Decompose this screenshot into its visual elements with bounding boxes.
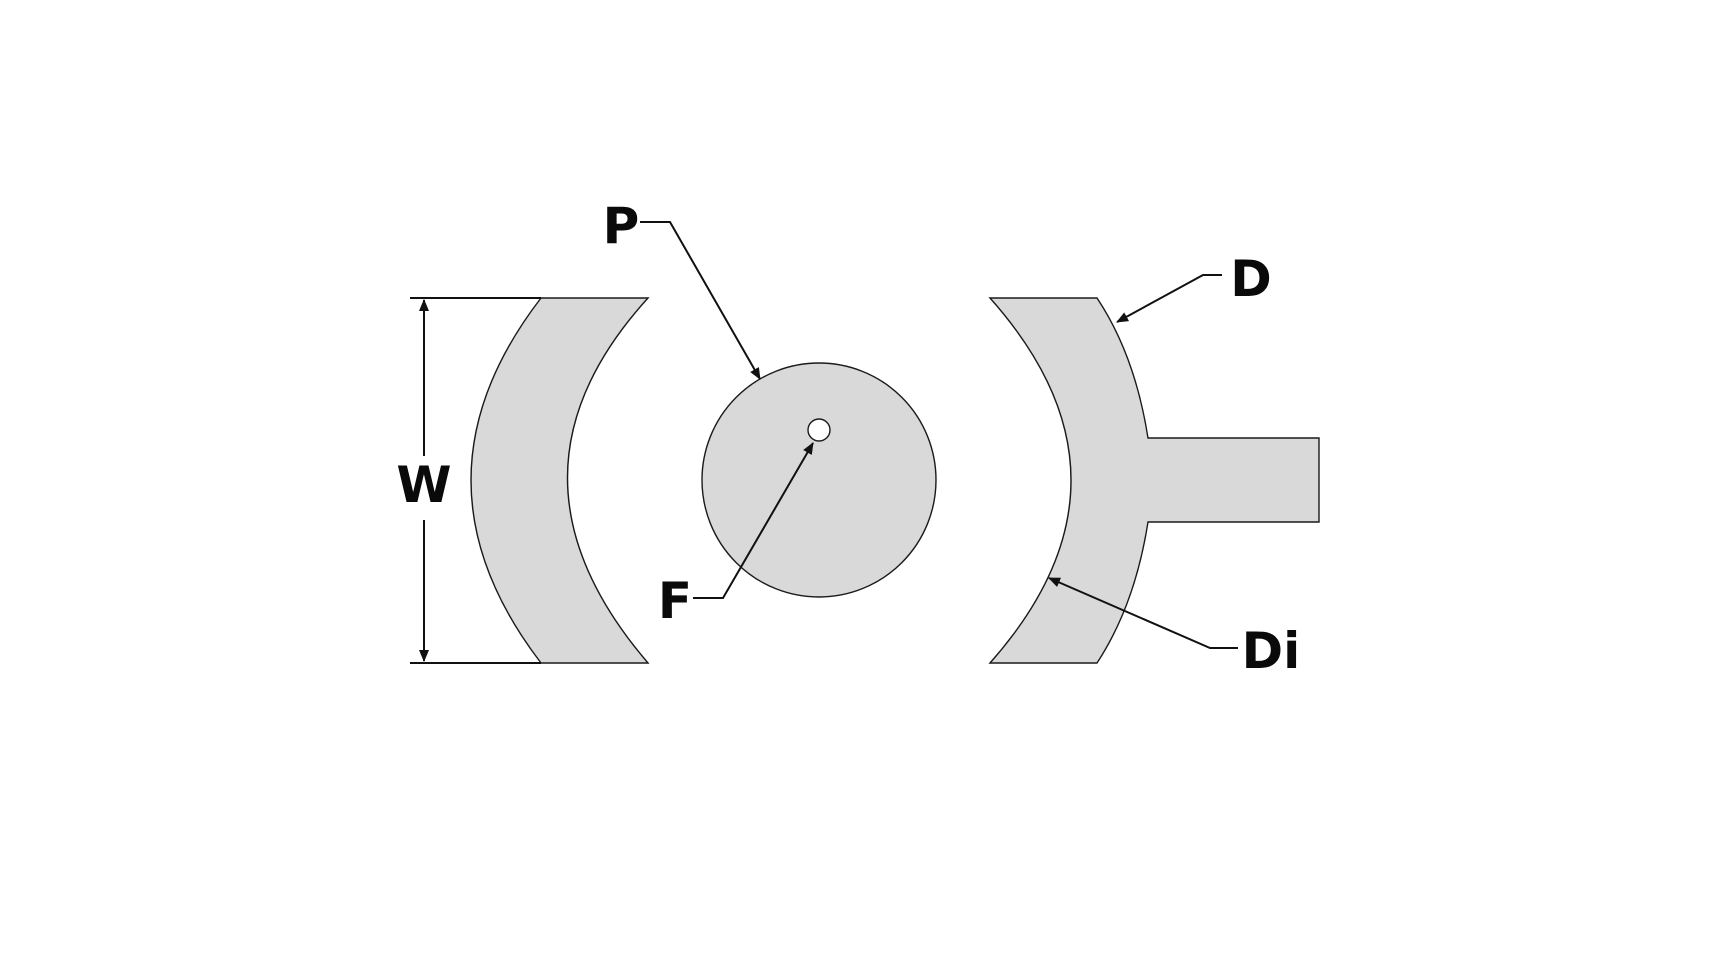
driven-leader (1116, 274, 1222, 323)
width-label: W (396, 456, 451, 514)
driven-inner-label: Di (1242, 622, 1301, 680)
driven-label: D (1230, 250, 1272, 308)
feed-point (807, 418, 831, 442)
parasitic-leader (640, 221, 761, 380)
driven-inner-leader (1048, 577, 1238, 649)
feed-leader (693, 442, 814, 599)
reflector-element (470, 297, 650, 664)
feed-label: F (658, 572, 692, 630)
parasitic-disc (701, 362, 937, 598)
parasitic-label: P (603, 197, 640, 255)
driven-element (988, 297, 1320, 664)
